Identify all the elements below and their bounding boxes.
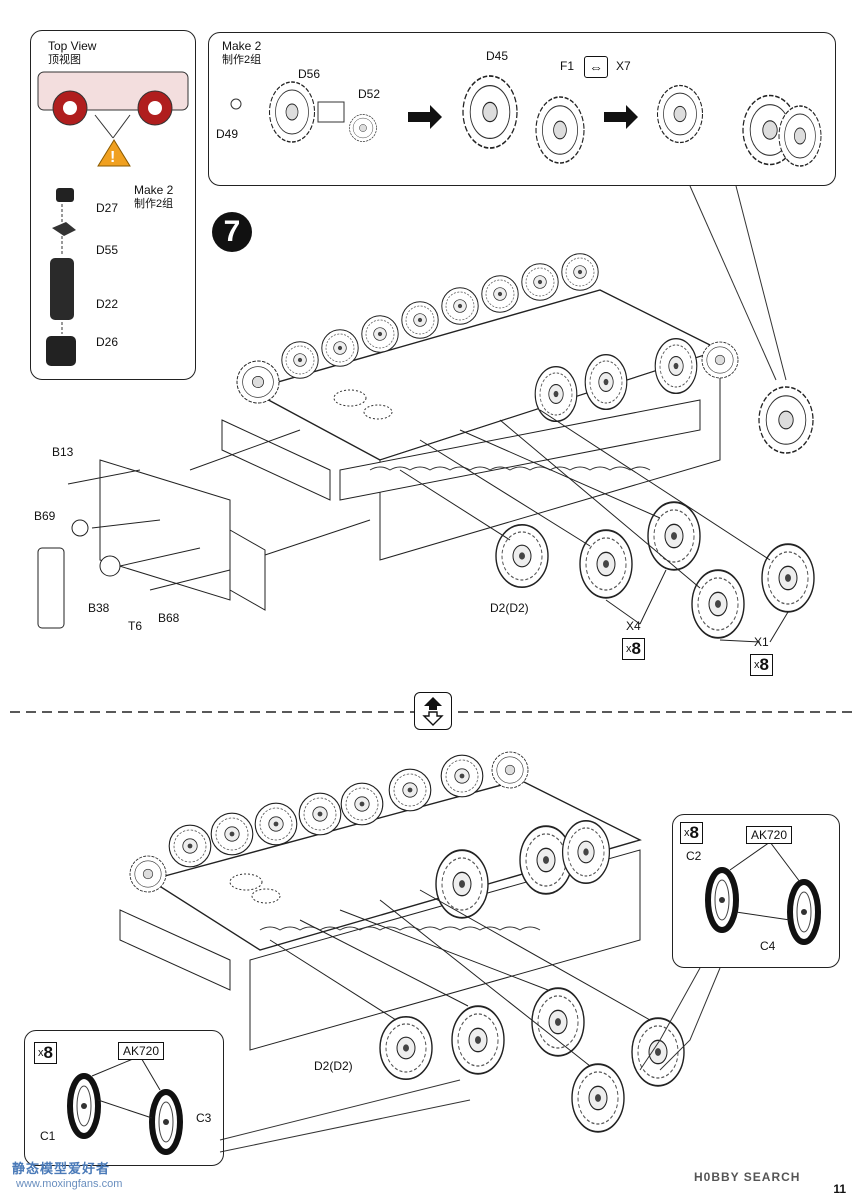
flip-part-icon: ⇔ [584,56,608,78]
part-c2: C2 [686,849,702,863]
make-quantity-1: x8 [622,638,645,660]
step-number: 7 [212,212,252,252]
quantity-x4: X4 [626,619,641,633]
left-inset-badge: AK720 [118,1042,165,1060]
part-f1: F1 [560,59,575,73]
top-view-title: Top View [48,39,97,53]
top-view-panel [30,30,196,380]
part-b68: B68 [158,611,180,625]
right-inset-badge: AK720 [746,826,793,844]
part-d26: D26 [96,335,119,349]
part-d56: D56 [298,67,321,81]
part-d27: D27 [96,201,119,215]
make-count: Make 2 [134,183,174,197]
part-d55: D55 [96,243,119,257]
part-d2-lower: D2(D2) [314,1059,353,1073]
page-number: 11 [833,1182,846,1196]
flip-over-icon [414,692,452,730]
make-quantity-2: x8 [750,654,773,676]
watermark-url: www.moxingfans.com [16,1178,123,1190]
make-count-cn: 制作2组 [134,198,174,210]
svg-text:!: ! [110,149,115,166]
watermark-cn: 静态模型爱好者 [12,1161,111,1176]
flip-arrows-icon [422,697,444,726]
part-d49: D49 [216,127,239,141]
part-b38: B38 [88,601,110,615]
part-c1: C1 [40,1129,56,1143]
part-b69: B69 [34,509,56,523]
sprocket-make-cn: 制作2组 [222,54,262,66]
right-inset-panel [672,814,840,968]
left-inset-quantity: x8 [34,1042,57,1064]
left-inset-panel [24,1030,224,1166]
part-d45: D45 [486,49,509,63]
part-t6: T6 [128,619,143,633]
top-view-title-cn: 顶视图 [48,54,81,66]
right-inset-quantity: x8 [680,822,703,844]
part-b13: B13 [52,445,74,459]
part-c4: C4 [760,939,776,953]
sprocket-panel [208,32,836,186]
part-d52: D52 [358,87,381,101]
brand-watermark: H0BBY SEARCH [694,1170,801,1184]
quantity-x1: X1 [754,635,769,649]
part-d22: D22 [96,297,119,311]
part-c3: C3 [196,1111,212,1125]
sprocket-make: Make 2 [222,39,262,53]
part-d2: D2(D2) [490,601,529,615]
quantity-x7: X7 [616,59,631,73]
